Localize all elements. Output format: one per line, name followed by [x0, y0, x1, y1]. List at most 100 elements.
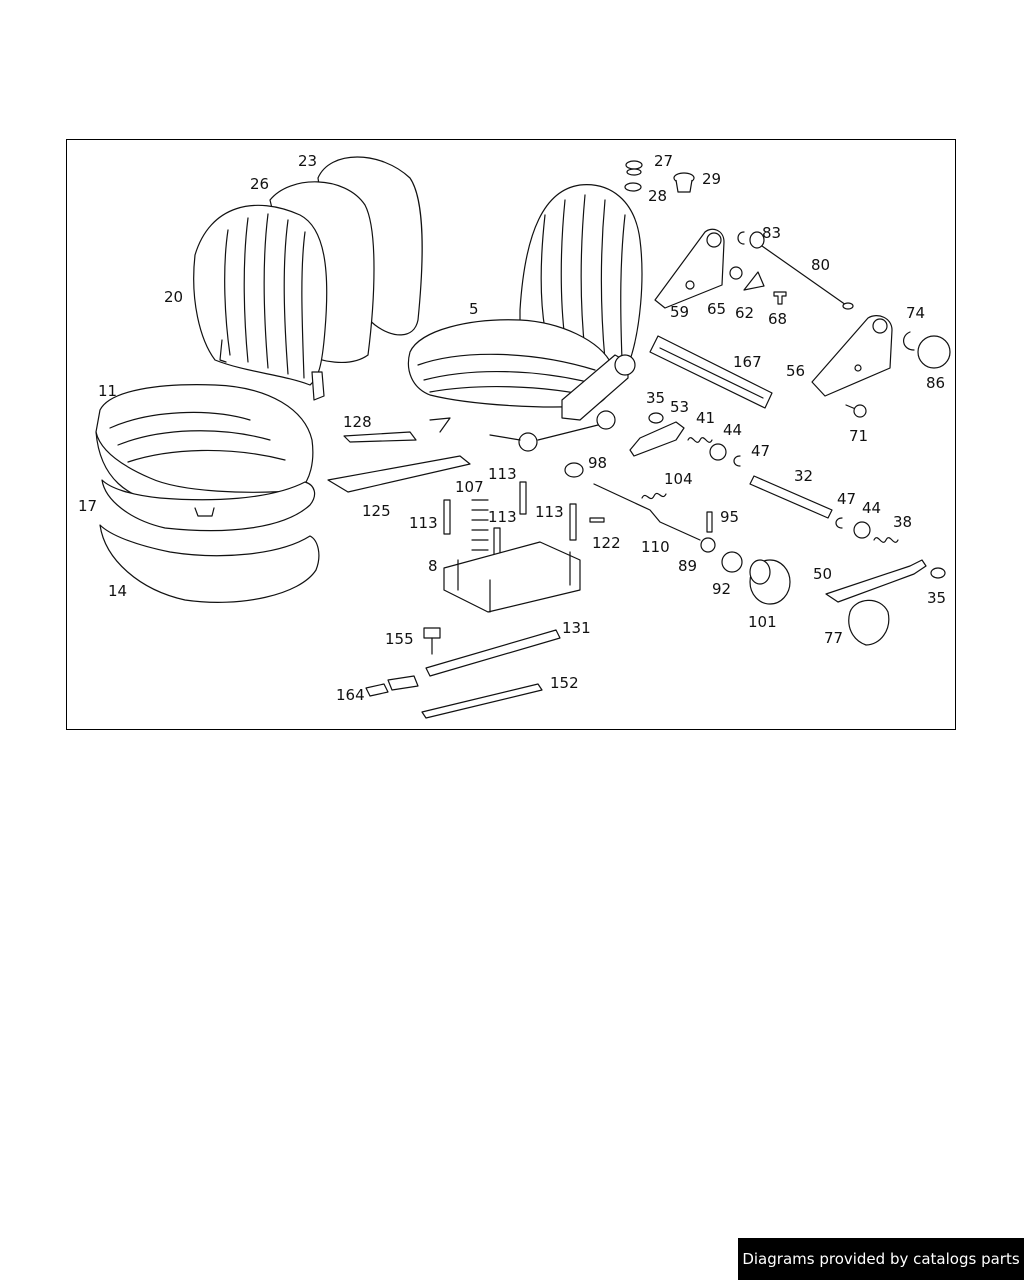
handle-125	[327, 455, 471, 493]
callout-104: 104	[664, 470, 693, 488]
frame-8	[443, 541, 581, 613]
pin-113-d	[569, 503, 577, 541]
callout-50: 50	[813, 565, 832, 583]
callout-113-left: 113	[409, 514, 438, 532]
callout-32: 32	[794, 467, 813, 485]
rail-152	[421, 683, 543, 719]
callout-44-right: 44	[862, 499, 881, 517]
washer-35-left	[648, 412, 664, 424]
lever-128	[343, 431, 417, 443]
spring-107	[471, 499, 489, 551]
callout-74: 74	[906, 304, 925, 322]
callout-44-left: 44	[723, 421, 742, 439]
callout-107: 107	[455, 478, 484, 496]
callout-47-right: 47	[837, 490, 856, 508]
cap-86	[917, 335, 951, 369]
callout-131: 131	[562, 619, 591, 637]
bolt-71	[845, 404, 867, 418]
callout-152: 152	[550, 674, 579, 692]
callout-113-top: 113	[488, 465, 517, 483]
screw-68	[773, 291, 787, 305]
callout-113-mid: 113	[488, 508, 517, 526]
callout-113-right: 113	[535, 503, 564, 521]
callout-80: 80	[811, 256, 830, 274]
washer-35-right	[930, 567, 946, 579]
cable-80	[761, 245, 854, 310]
washer-28	[624, 182, 642, 192]
callout-65: 65	[707, 300, 726, 318]
seat-cover-11	[95, 384, 314, 504]
callout-27: 27	[654, 152, 673, 170]
washer-92	[721, 551, 743, 573]
callout-110: 110	[641, 538, 670, 556]
callout-41: 41	[696, 409, 715, 427]
callout-155: 155	[385, 630, 414, 648]
knob-77	[848, 599, 890, 646]
knob-101	[749, 559, 791, 605]
callout-125: 125	[362, 502, 391, 520]
callout-28: 28	[648, 187, 667, 205]
callout-122: 122	[592, 534, 621, 552]
plate-164	[365, 675, 419, 697]
pin-113-a	[443, 499, 451, 535]
callout-95: 95	[720, 508, 739, 526]
plug-27	[625, 160, 643, 176]
bolt-155	[423, 627, 441, 655]
washer-65	[729, 266, 743, 280]
callout-101: 101	[748, 613, 777, 631]
seat-foam-17	[101, 479, 316, 532]
callout-53: 53	[670, 398, 689, 416]
rail-131	[425, 629, 561, 677]
callout-86: 86	[926, 374, 945, 392]
circlip-47-right	[835, 517, 843, 529]
callout-35-right: 35	[927, 589, 946, 607]
washer-98	[564, 462, 584, 478]
callout-35-left: 35	[646, 389, 665, 407]
bracket-56	[811, 315, 893, 397]
callout-20: 20	[164, 288, 183, 306]
callout-92: 92	[712, 580, 731, 598]
bracket-59	[654, 228, 725, 309]
callout-11: 11	[98, 382, 117, 400]
diagram-frame	[66, 139, 956, 730]
circlip-74	[903, 331, 915, 351]
spring-41	[687, 437, 713, 443]
callout-83: 83	[762, 224, 781, 242]
credit-text: Diagrams provided by catalogs parts	[742, 1250, 1020, 1268]
callout-5: 5	[469, 300, 479, 318]
callout-47-left: 47	[751, 442, 770, 460]
shaft-32	[749, 475, 833, 519]
washer-44-right	[853, 521, 871, 539]
callout-17: 17	[78, 497, 97, 515]
callout-8: 8	[428, 557, 438, 575]
callout-128: 128	[343, 413, 372, 431]
circlip-47-left	[733, 455, 741, 467]
rod-110	[593, 483, 701, 541]
callout-98: 98	[588, 454, 607, 472]
seat-assembly-5	[407, 184, 643, 452]
pin-122	[589, 517, 605, 523]
lever-53	[629, 421, 685, 457]
callout-89: 89	[678, 557, 697, 575]
gear-62	[743, 271, 765, 291]
callout-77: 77	[824, 629, 843, 647]
backrest-cover-20	[193, 204, 328, 401]
bushing-89	[700, 537, 716, 553]
panel-167	[649, 335, 773, 409]
credit-banner: Diagrams provided by catalogs parts	[738, 1238, 1024, 1280]
cap-29	[673, 172, 695, 193]
callout-56: 56	[786, 362, 805, 380]
pin-113-b	[519, 481, 527, 515]
callout-29: 29	[702, 170, 721, 188]
callout-167: 167	[733, 353, 762, 371]
lever-50	[825, 559, 927, 603]
callout-38: 38	[893, 513, 912, 531]
callout-23: 23	[298, 152, 317, 170]
callout-14: 14	[108, 582, 127, 600]
seat-pad-14	[99, 524, 320, 603]
callout-26: 26	[250, 175, 269, 193]
callout-59: 59	[670, 303, 689, 321]
callout-62: 62	[735, 304, 754, 322]
clip-83	[737, 231, 765, 249]
